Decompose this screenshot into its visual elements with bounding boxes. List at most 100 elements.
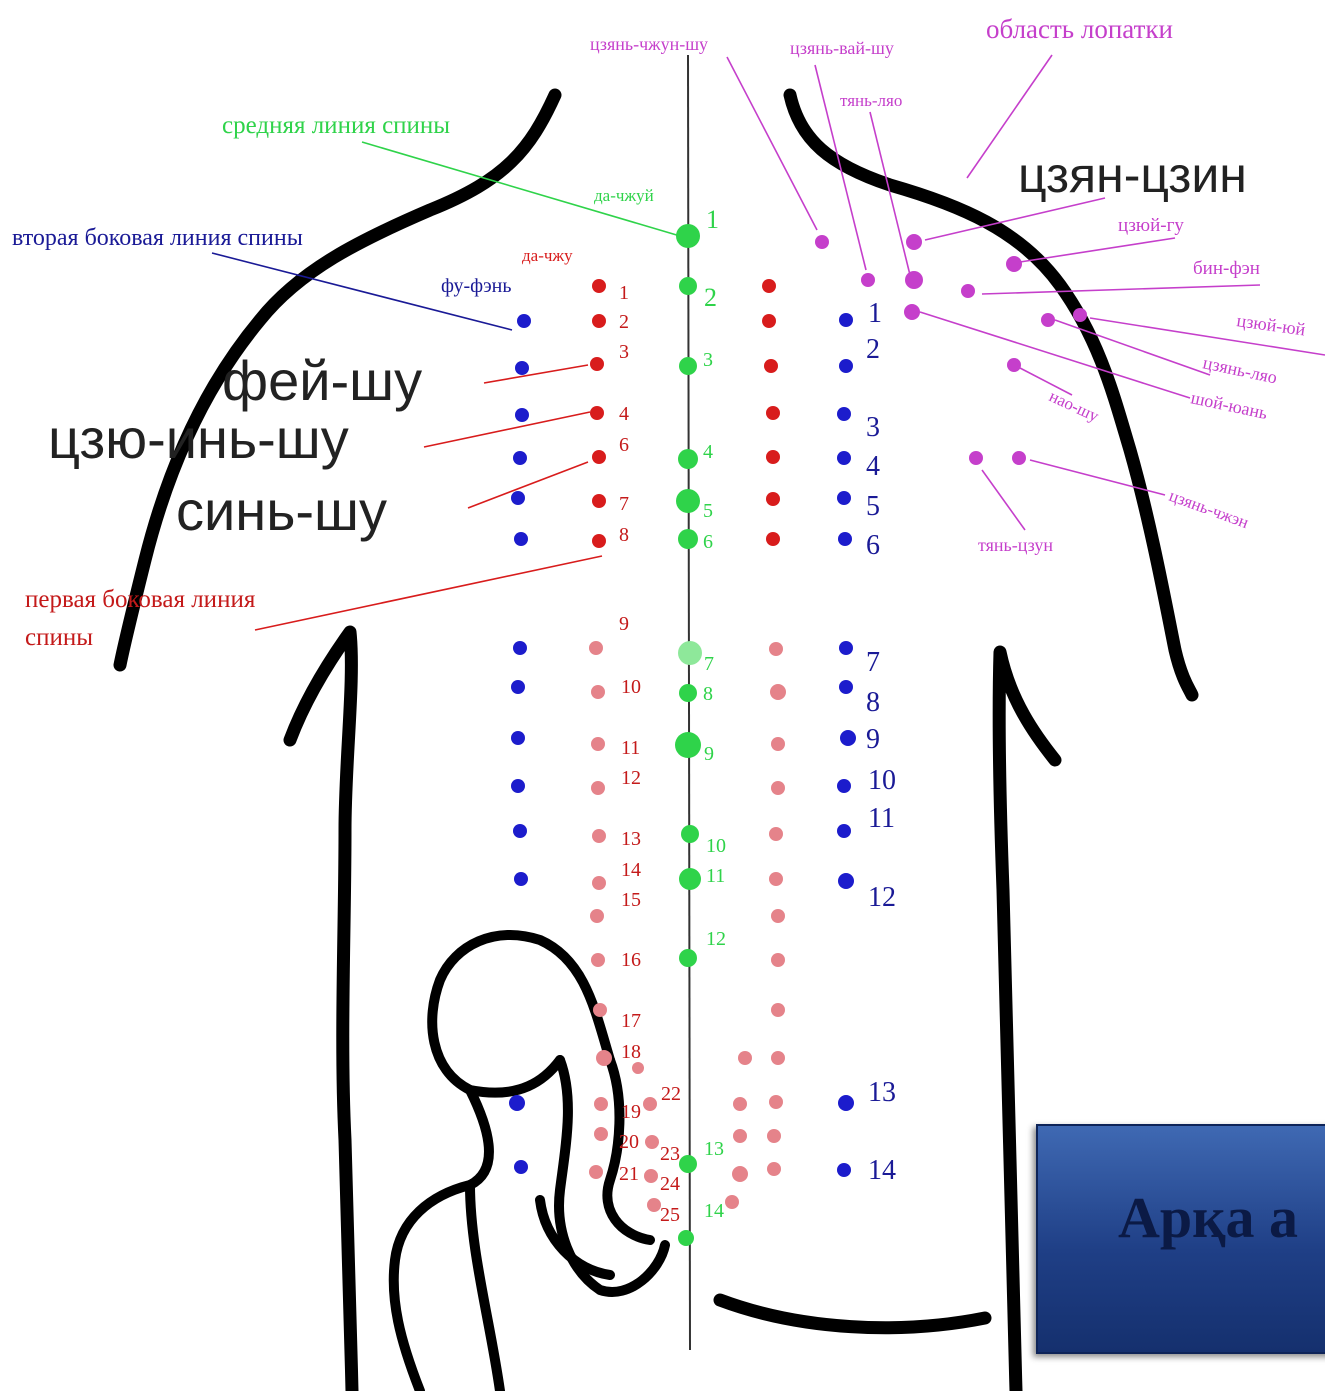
blue-point — [837, 824, 851, 838]
red-point — [592, 314, 606, 328]
red-number: 17 — [621, 1010, 641, 1032]
blue-point — [511, 680, 525, 694]
green-number: 7 — [704, 653, 714, 675]
blue-point — [838, 1095, 854, 1111]
red-number: 18 — [621, 1041, 641, 1063]
magenta-point — [904, 304, 920, 320]
label-czyan-chzhen: цзянь-чжэн — [1167, 486, 1252, 532]
label-nao-shu: нао-шу — [1046, 386, 1102, 426]
pink-point — [643, 1097, 657, 1111]
blue-point — [515, 361, 529, 375]
blue-point — [837, 491, 851, 505]
red-number: 14 — [621, 859, 641, 881]
pink-point — [733, 1097, 747, 1111]
blue-number: 6 — [866, 530, 880, 561]
green-number: 12 — [706, 928, 726, 950]
pink-point — [632, 1062, 644, 1074]
red-number: 8 — [619, 524, 629, 546]
pink-point — [769, 827, 783, 841]
blue-point — [514, 1160, 528, 1174]
green-point — [676, 489, 700, 513]
pink-point — [767, 1162, 781, 1176]
red-number: 22 — [661, 1083, 681, 1105]
red-point — [766, 532, 780, 546]
label-second-line: вторая боковая линия спины — [12, 225, 303, 251]
pink-point — [590, 909, 604, 923]
green-number: 1 — [706, 205, 719, 234]
magenta-point — [1012, 451, 1026, 465]
green-point — [678, 1230, 694, 1246]
green-number: 3 — [703, 349, 713, 371]
red-point — [762, 279, 776, 293]
label-mid-line: средняя линия спины — [222, 112, 450, 139]
pink-point — [769, 642, 783, 656]
magenta-point — [906, 234, 922, 250]
green-number: 13 — [704, 1138, 724, 1160]
blue-number: 9 — [866, 724, 880, 755]
red-number: 23 — [660, 1143, 680, 1165]
tyan-czun-leader — [982, 470, 1025, 530]
red-point — [592, 450, 606, 464]
label-czyan-czin: цзян-цзин — [1018, 147, 1247, 203]
red-number: 11 — [621, 737, 640, 759]
green-point — [681, 825, 699, 843]
body-outline — [120, 95, 1192, 1391]
magenta-point — [1041, 313, 1055, 327]
blue-point — [838, 873, 854, 889]
pink-point — [771, 1003, 785, 1017]
red-point — [590, 357, 604, 371]
red-number: 13 — [621, 828, 641, 850]
label-first-line-2: спины — [25, 624, 93, 651]
pink-point — [596, 1050, 612, 1066]
czyu-in-shu-leader — [424, 412, 590, 447]
label-fei-shu: фей-шу — [222, 349, 422, 412]
red-point — [590, 406, 604, 420]
fei-shu-leader — [484, 365, 588, 383]
blue-point — [839, 641, 853, 655]
red-number: 1 — [619, 282, 629, 304]
label-czyan-lyao: цзянь-ляо — [1201, 352, 1279, 387]
blue-point — [515, 408, 529, 422]
red-number: 7 — [619, 493, 629, 515]
red-number: 16 — [621, 949, 641, 971]
czyui-gu-leader — [1020, 238, 1175, 262]
label-czyui-yu: цзюй-юй — [1235, 310, 1307, 339]
pink-point — [771, 781, 785, 795]
red-number: 3 — [619, 341, 629, 363]
label-first-line-1: первая боковая линия — [25, 586, 256, 613]
red-point — [764, 359, 778, 373]
green-number: 6 — [703, 531, 713, 553]
magenta-point — [1007, 358, 1021, 372]
magenta-point — [861, 273, 875, 287]
czyan-lyao-leader — [1055, 320, 1210, 375]
pink-point — [767, 1129, 781, 1143]
sin-shu-leader — [468, 462, 588, 508]
red-point — [592, 279, 606, 293]
label-czyu-in-shu: цзю-инь-шу — [48, 407, 349, 470]
pink-point — [769, 872, 783, 886]
label-shoi-yuan: шой-юань — [1189, 387, 1269, 423]
lower-back-curve — [720, 1300, 985, 1328]
green-number: 14 — [704, 1200, 724, 1222]
pink-point — [771, 909, 785, 923]
blue-point — [513, 641, 527, 655]
red-number: 21 — [619, 1163, 639, 1185]
banner-title: Арқа а — [1118, 1184, 1298, 1251]
red-numbers: 1 2 3 4 6 7 8 9 10 11 12 13 14 15 16 17 … — [619, 282, 681, 1226]
magenta-point — [1073, 308, 1087, 322]
blue-point — [511, 731, 525, 745]
pink-point — [771, 737, 785, 751]
green-point — [679, 1155, 697, 1173]
magenta-point — [815, 235, 829, 249]
pink-point — [769, 1095, 783, 1109]
red-point — [766, 450, 780, 464]
label-tyan-czun: тянь-цзун — [978, 535, 1053, 555]
green-number: 10 — [706, 835, 726, 857]
pink-point — [591, 953, 605, 967]
label-fu-fen: фу-фэнь — [441, 275, 512, 297]
blue-number: 3 — [866, 412, 880, 443]
blue-point — [838, 532, 852, 546]
blue-numbers: 1 2 3 4 5 6 7 8 9 10 11 12 13 14 — [866, 298, 896, 1186]
pink-point — [593, 1003, 607, 1017]
blue-number: 1 — [868, 298, 882, 329]
